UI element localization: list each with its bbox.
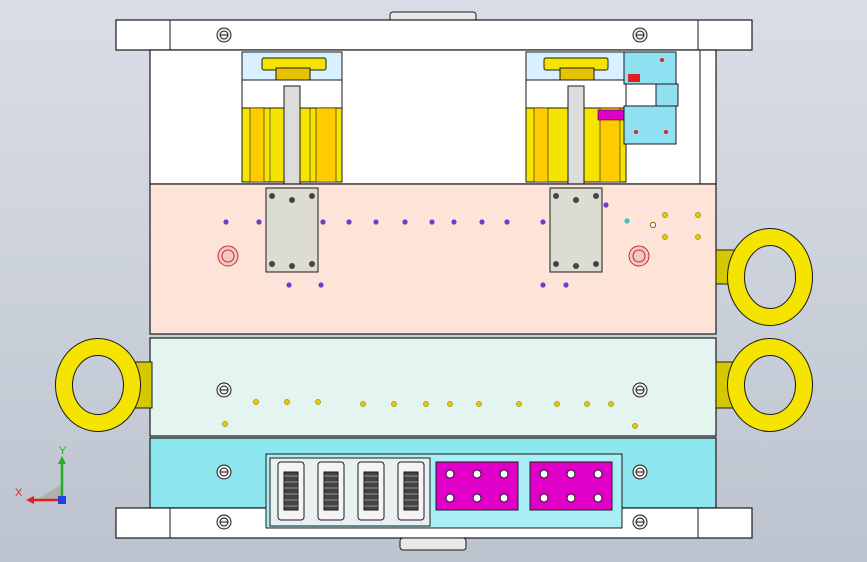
cavity-plate[interactable] bbox=[149, 183, 717, 335]
eye-bolt-left[interactable] bbox=[55, 338, 153, 432]
terminal-screw bbox=[566, 469, 576, 479]
terminal-screw bbox=[593, 469, 603, 479]
terminal-screw bbox=[499, 493, 509, 503]
cooling-hole bbox=[476, 401, 482, 407]
electrical-connector[interactable] bbox=[397, 461, 425, 521]
cooling-hole bbox=[318, 282, 324, 288]
screw-head bbox=[632, 514, 648, 530]
cooling-hole bbox=[256, 219, 262, 225]
right-guide-block[interactable] bbox=[549, 187, 603, 273]
cooling-hole bbox=[315, 399, 321, 405]
screw-head bbox=[632, 382, 648, 398]
terminal-screw bbox=[445, 469, 455, 479]
screw-head bbox=[632, 464, 648, 480]
cooling-hole bbox=[360, 401, 366, 407]
cooling-hole bbox=[447, 401, 453, 407]
cooling-hole bbox=[253, 399, 259, 405]
cooling-hole bbox=[540, 282, 546, 288]
cooling-hole bbox=[429, 219, 435, 225]
screw-head bbox=[216, 464, 232, 480]
electrical-connector[interactable] bbox=[357, 461, 385, 521]
cooling-hole bbox=[554, 401, 560, 407]
right-cylinder-assembly[interactable] bbox=[525, 51, 627, 191]
terminal-screw bbox=[445, 493, 455, 503]
locating-ring bbox=[628, 245, 650, 267]
cooling-hole bbox=[346, 219, 352, 225]
cooling-hole bbox=[540, 219, 546, 225]
top-clamp-plate[interactable] bbox=[115, 19, 753, 51]
cooling-hole bbox=[222, 421, 228, 427]
valve-block[interactable] bbox=[623, 51, 679, 145]
cooling-hole bbox=[608, 401, 614, 407]
cooling-hole bbox=[320, 219, 326, 225]
cooling-hole bbox=[286, 282, 292, 288]
sprue-bushing-bottom bbox=[399, 537, 467, 551]
cooling-hole bbox=[584, 401, 590, 407]
terminal-block-left[interactable] bbox=[435, 461, 519, 511]
cooling-hole bbox=[451, 219, 457, 225]
screw-head bbox=[632, 27, 648, 43]
cooling-hole bbox=[695, 212, 701, 218]
cooling-hole bbox=[563, 282, 569, 288]
cooling-hole bbox=[223, 219, 229, 225]
cooling-hole bbox=[284, 399, 290, 405]
terminal-screw bbox=[539, 469, 549, 479]
terminal-screw bbox=[539, 493, 549, 503]
terminal-block-right[interactable] bbox=[529, 461, 613, 511]
cooling-hole bbox=[516, 401, 522, 407]
cooling-hole bbox=[402, 219, 408, 225]
terminal-screw bbox=[499, 469, 509, 479]
terminal-screw bbox=[472, 493, 482, 503]
cooling-hole bbox=[504, 219, 510, 225]
screw-head bbox=[216, 27, 232, 43]
cooling-hole bbox=[423, 401, 429, 407]
eye-bolt-right-upper[interactable] bbox=[715, 228, 813, 326]
cooling-hole bbox=[649, 221, 657, 229]
cooling-hole bbox=[373, 219, 379, 225]
x-axis-label: X bbox=[15, 487, 23, 499]
cooling-hole bbox=[695, 234, 701, 240]
connector-housing[interactable] bbox=[265, 453, 623, 529]
left-cylinder-assembly[interactable] bbox=[241, 51, 343, 191]
terminal-screw bbox=[593, 493, 603, 503]
eye-bolt-right-lower[interactable] bbox=[715, 338, 813, 432]
terminal-screw bbox=[472, 469, 482, 479]
cooling-hole bbox=[624, 218, 630, 224]
left-guide-block[interactable] bbox=[265, 187, 319, 273]
electrical-connector[interactable] bbox=[317, 461, 345, 521]
cooling-hole bbox=[662, 212, 668, 218]
terminal-screw bbox=[566, 493, 576, 503]
cooling-hole bbox=[391, 401, 397, 407]
screw-head bbox=[216, 514, 232, 530]
cooling-hole bbox=[632, 423, 638, 429]
electrical-connector[interactable] bbox=[277, 461, 305, 521]
cooling-hole bbox=[603, 202, 609, 208]
cooling-hole bbox=[479, 219, 485, 225]
y-axis-label: Y bbox=[59, 445, 67, 457]
coordinate-triad: X Y bbox=[15, 445, 67, 504]
cooling-hole bbox=[662, 234, 668, 240]
core-plate[interactable] bbox=[149, 337, 717, 437]
locating-ring bbox=[217, 245, 239, 267]
screw-head bbox=[216, 382, 232, 398]
